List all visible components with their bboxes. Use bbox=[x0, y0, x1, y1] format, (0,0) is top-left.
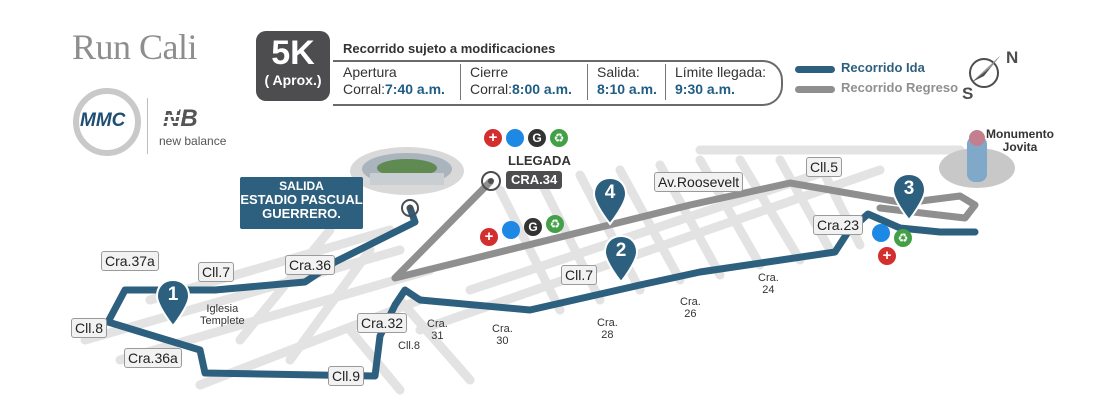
compass-icon bbox=[969, 56, 1000, 88]
checkpoint-pin-icon bbox=[891, 172, 927, 222]
nb-logo-text: new balance bbox=[159, 134, 227, 148]
checkpoint-1: 1 bbox=[155, 278, 191, 335]
mmc-logo: MMC bbox=[66, 88, 148, 156]
street-label: Av.Roosevelt bbox=[654, 172, 744, 192]
road-label: Cra. 26 bbox=[680, 296, 701, 320]
finish-title: LLEGADA bbox=[508, 153, 571, 168]
schedule-separator bbox=[587, 64, 588, 100]
road-label: Cra. 31 bbox=[427, 318, 448, 342]
street-label: Cll.8 bbox=[71, 318, 108, 338]
road-label: Cra. 24 bbox=[758, 272, 779, 296]
finish-street: CRA.34 bbox=[506, 171, 563, 189]
medical-icon: + bbox=[878, 247, 896, 265]
stadium-illustration bbox=[348, 145, 466, 197]
medical-icon: + bbox=[480, 228, 498, 246]
street-label: Cll.7 bbox=[561, 265, 598, 285]
legend-regreso-swatch bbox=[795, 86, 835, 93]
distance-value: 5K bbox=[271, 34, 315, 72]
recycle-icon: ♻ bbox=[546, 215, 564, 233]
street-label: Cra.36a bbox=[124, 348, 182, 368]
logo-divider bbox=[147, 98, 148, 154]
route-notice: Recorrido sujeto a modificaciones bbox=[343, 41, 556, 56]
start-marker-icon bbox=[401, 199, 419, 217]
water-icon bbox=[502, 221, 520, 239]
checkpoint-4: 4 bbox=[592, 176, 628, 233]
street-label: Cra.37a bbox=[101, 251, 159, 271]
street-label: Cra.23 bbox=[813, 215, 864, 235]
finish-services: + G ♻ bbox=[484, 129, 579, 149]
street-label: Cra.32 bbox=[357, 313, 408, 333]
route-regreso bbox=[391, 179, 979, 282]
schedule-separator bbox=[665, 64, 666, 100]
service-station-east: ♻ + bbox=[872, 224, 916, 268]
start-label: SALIDA ESTADIO PASCUAL GUERRERO. bbox=[240, 177, 363, 229]
gel-icon: G bbox=[528, 129, 546, 147]
nb-logo: NB new balance bbox=[159, 104, 226, 148]
checkpoint-pin-icon bbox=[155, 278, 191, 328]
checkpoint-pin-icon bbox=[592, 176, 628, 226]
svg-text:NB: NB bbox=[163, 105, 198, 130]
legend-ida-swatch bbox=[795, 66, 835, 73]
monument-icon bbox=[939, 130, 1015, 188]
mmc-logo-text: MMC bbox=[80, 110, 126, 131]
compass-north: N bbox=[1006, 48, 1019, 67]
water-icon bbox=[506, 129, 524, 147]
stadium-icon bbox=[350, 147, 464, 195]
distance-approx: ( Aprox.) bbox=[264, 72, 322, 88]
nb-logo-mark: NB bbox=[159, 105, 198, 132]
mmc-ring bbox=[73, 88, 141, 156]
checkpoint-3: 3 bbox=[891, 172, 927, 229]
road-label: Cll.8 bbox=[398, 340, 421, 352]
street-label: Cll.5 bbox=[806, 157, 843, 177]
legend-ida-label: Recorrido Ida bbox=[841, 60, 925, 75]
legend-regreso-label: Recorrido Regreso bbox=[841, 80, 959, 95]
schedule-salida: Salida: 8:10 a.m. bbox=[597, 64, 657, 97]
road-label: Cra. 28 bbox=[597, 317, 618, 341]
street-label: Cra.36 bbox=[285, 255, 336, 275]
church-label: Iglesia Templete bbox=[200, 303, 245, 327]
compass: N S bbox=[962, 48, 1022, 104]
distance-badge: 5K ( Aprox.) bbox=[256, 31, 330, 101]
street-label: Cll.9 bbox=[328, 366, 365, 386]
street-label: Cll.7 bbox=[198, 262, 235, 282]
recycle-icon: ♻ bbox=[550, 129, 568, 147]
medical-icon: + bbox=[484, 129, 502, 147]
checkpoint-2: 2 bbox=[603, 234, 639, 291]
recycle-icon: ♻ bbox=[894, 229, 912, 247]
brand-title: Run Cali bbox=[72, 27, 198, 67]
compass-south: S bbox=[962, 84, 974, 103]
schedule-limite: Límite llegada: 9:30 a.m. bbox=[675, 64, 767, 97]
schedule-box bbox=[333, 60, 783, 106]
road-label: Cra. 30 bbox=[492, 323, 513, 347]
monument-illustration bbox=[937, 128, 1017, 192]
checkpoint-pin-icon bbox=[603, 234, 639, 284]
gel-icon: G bbox=[524, 218, 542, 236]
finish-marker-icon bbox=[481, 171, 501, 191]
service-station-mid: + G ♻ bbox=[480, 215, 570, 246]
schedule-separator bbox=[460, 64, 461, 100]
monument-label: Monumento Jovita bbox=[986, 127, 1054, 154]
water-icon bbox=[872, 224, 890, 242]
schedule-apertura: Apertura Corral:7:40 a.m. bbox=[343, 64, 445, 97]
schedule-cierre: Cierre Corral:8:00 a.m. bbox=[470, 64, 572, 97]
